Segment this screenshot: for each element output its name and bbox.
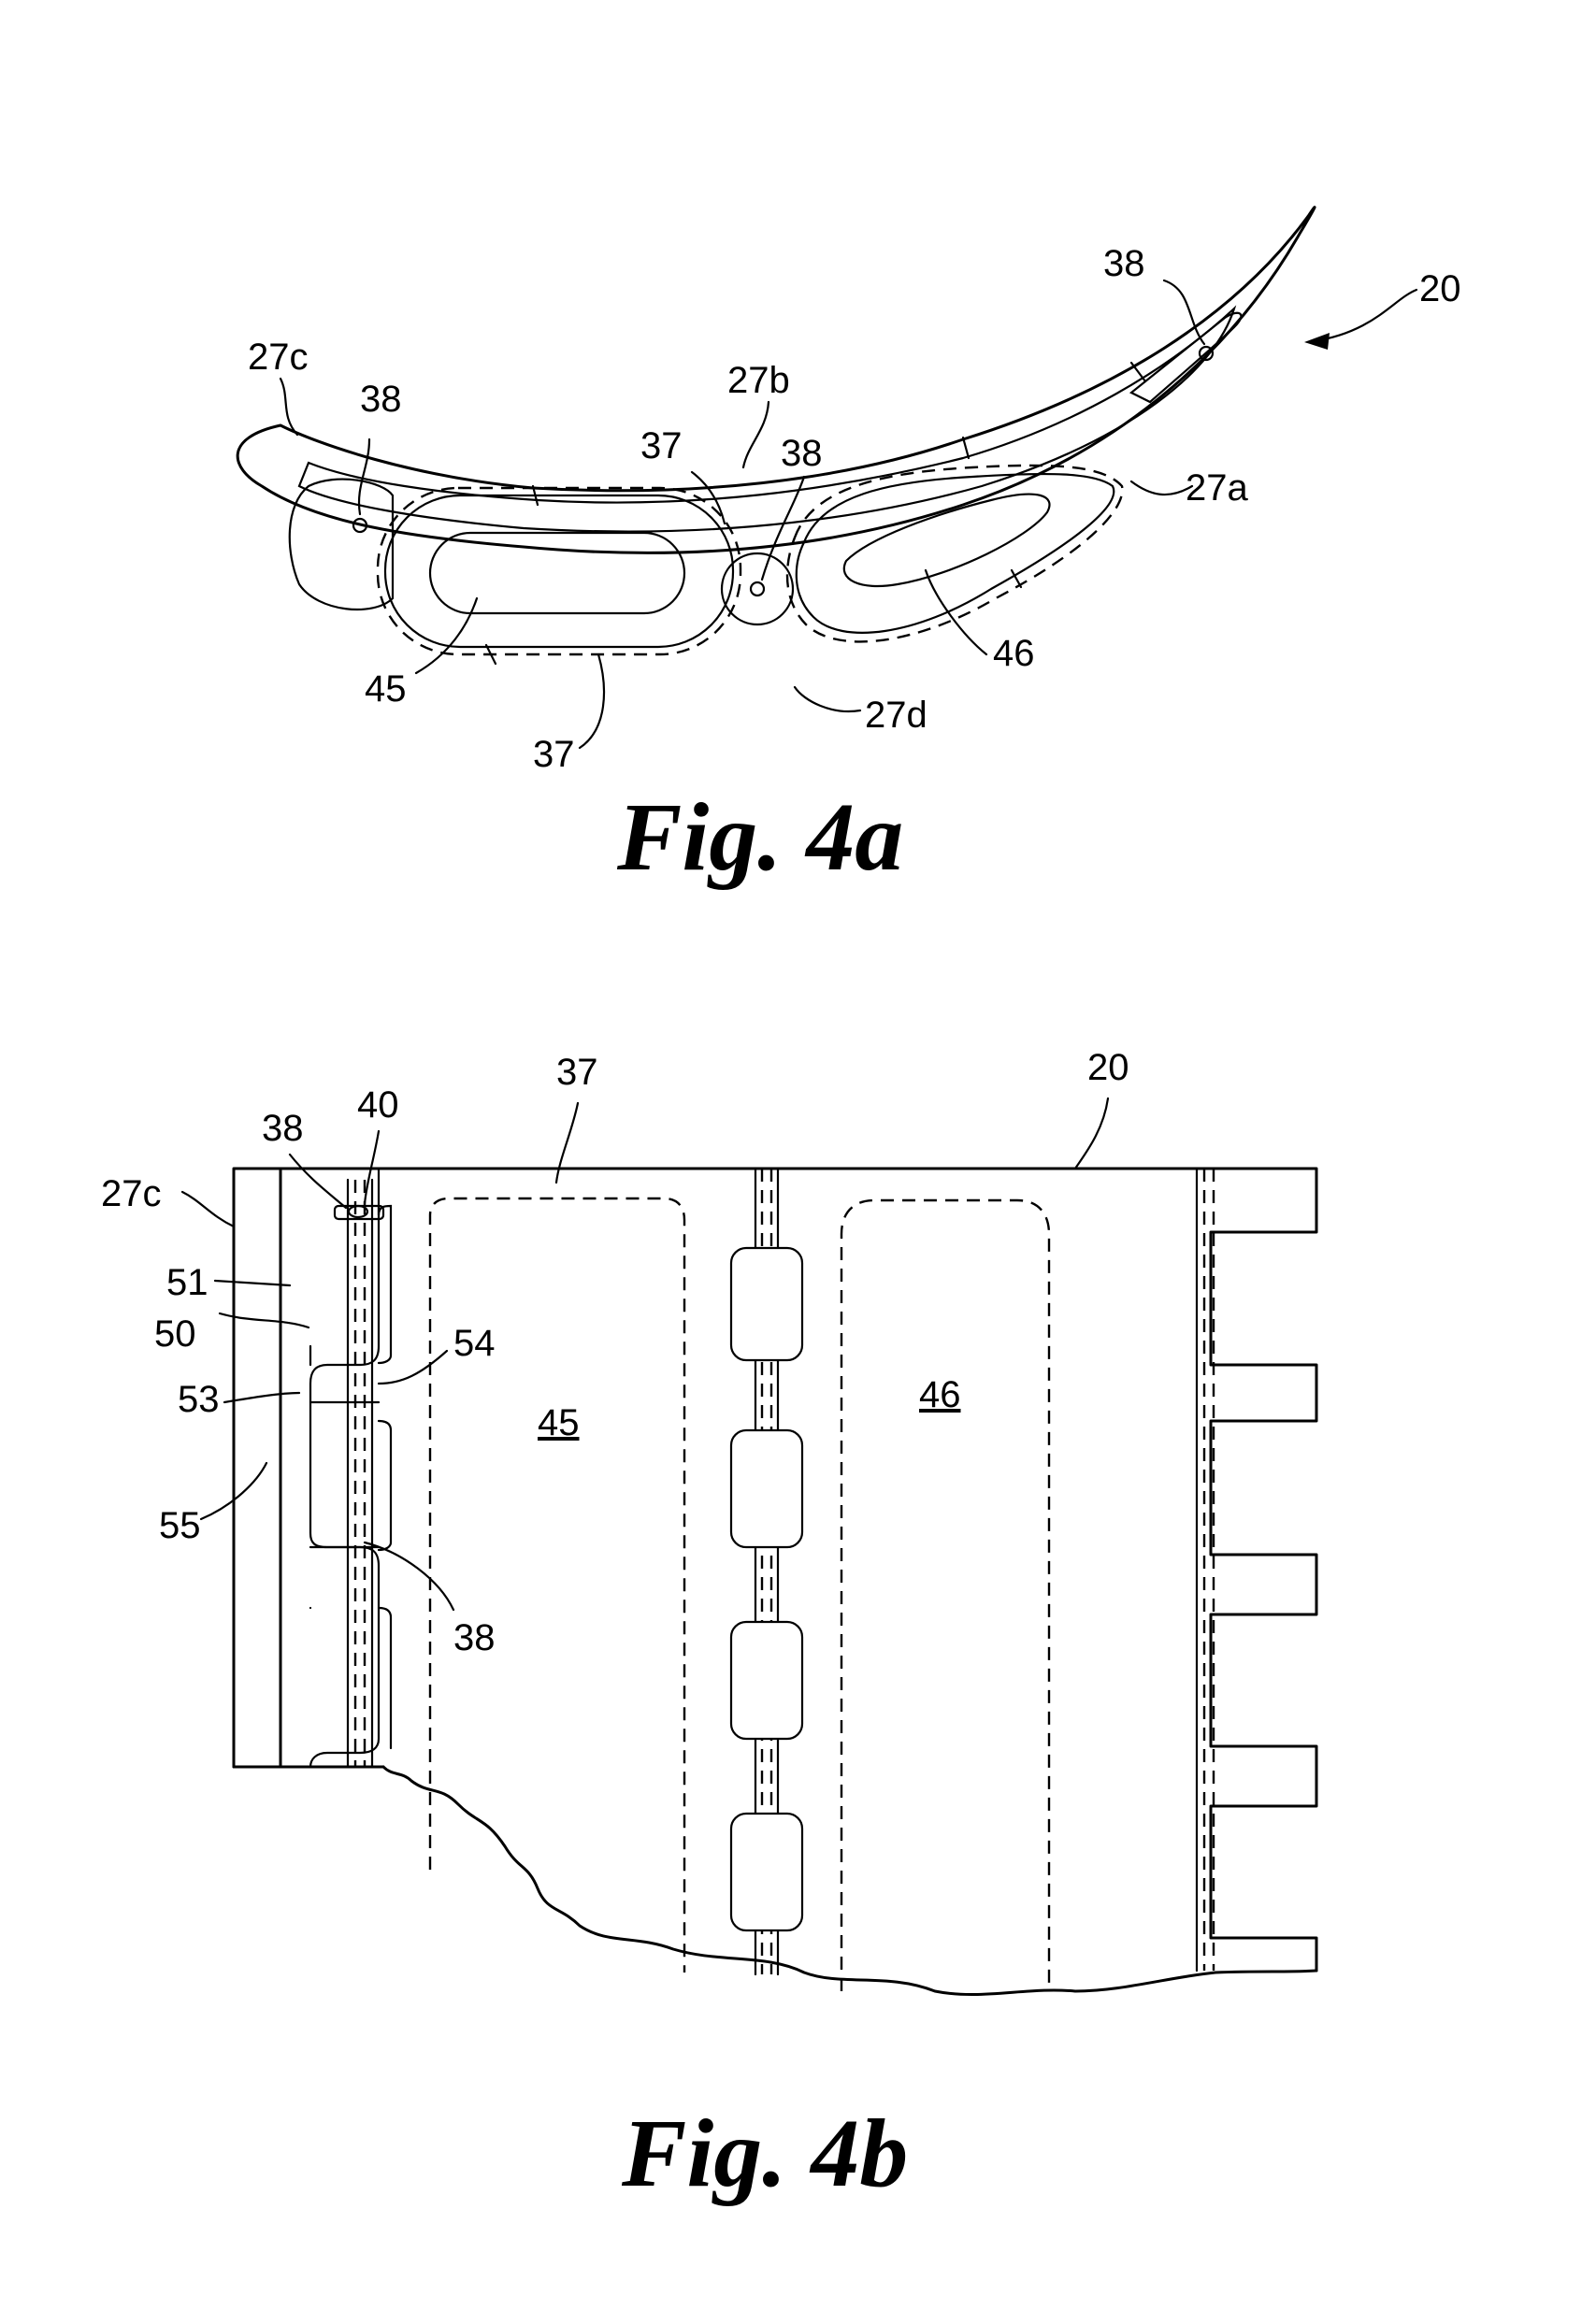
cavity-45-hidden	[430, 1198, 684, 1973]
label-45: 45	[538, 1402, 580, 1443]
cooling-hole-middle	[751, 582, 764, 595]
segment-joint-3	[1131, 363, 1145, 381]
cavity-leading-edge	[290, 480, 393, 610]
cavity-45-dashed	[378, 488, 740, 654]
label-38-top: 38	[262, 1108, 304, 1149]
label-51: 51	[166, 1262, 208, 1303]
label-27d: 27d	[865, 695, 927, 736]
label-37-bottom: 37	[533, 734, 575, 775]
label-27c: 27c	[101, 1173, 162, 1214]
leader-27c	[182, 1192, 234, 1227]
label-20: 20	[1087, 1047, 1129, 1088]
cavity-46-dashed	[787, 466, 1122, 641]
leader-27d	[795, 687, 860, 711]
cavity-46-hidden	[841, 1200, 1049, 1991]
leader-27b	[743, 402, 769, 467]
segment-joint-2	[963, 438, 969, 458]
label-50: 50	[154, 1313, 196, 1355]
figure-4b-caption: Fig. 4b	[621, 2100, 908, 2207]
cavity-45-inner	[430, 533, 684, 613]
leader-20	[1075, 1098, 1108, 1169]
label-53: 53	[178, 1379, 220, 1420]
figure-4a-caption: Fig. 4a	[616, 783, 903, 891]
tab-profile-53-55	[310, 1169, 379, 1767]
label-38-left: 38	[360, 379, 402, 420]
central-passage-circle	[722, 553, 793, 624]
label-45: 45	[365, 668, 407, 710]
rib-passage-3	[731, 1622, 802, 1739]
label-40: 40	[357, 1084, 399, 1126]
leader-20-arrowhead	[1304, 333, 1330, 350]
label-55: 55	[159, 1505, 201, 1546]
figure-4b: 37 20 38 40 27c 51 50 54 53 45 46 55 38 …	[101, 1047, 1316, 2207]
channel-step-profile	[379, 1206, 391, 1748]
broken-edge	[383, 1767, 1316, 1995]
cavity-46-outer	[797, 474, 1114, 633]
leader-46	[926, 570, 986, 654]
label-38-tip: 38	[1103, 243, 1145, 284]
leader-38-left	[359, 439, 369, 514]
label-27b: 27b	[727, 360, 790, 401]
rib-passage-2	[731, 1430, 802, 1547]
leader-37	[556, 1103, 578, 1183]
label-37-top: 37	[640, 425, 683, 466]
rib-passage-4	[731, 1814, 802, 1930]
label-27c: 27c	[248, 337, 309, 378]
label-54: 54	[453, 1323, 496, 1364]
leader-37-bottom	[580, 654, 604, 748]
label-46: 46	[919, 1374, 961, 1415]
leader-53	[224, 1393, 299, 1402]
label-38-mid: 38	[781, 433, 823, 474]
leader-54	[379, 1351, 447, 1384]
tab-profile-right	[310, 1346, 379, 1608]
label-27a: 27a	[1186, 467, 1248, 509]
label-38-bottom: 38	[453, 1617, 496, 1658]
leader-27a	[1131, 481, 1192, 495]
leader-45	[416, 598, 477, 673]
leader-51	[215, 1281, 290, 1285]
rib-passage-1	[731, 1248, 802, 1360]
figure-4a: 20 38 27c 38 27b 37 38 27a 45 46 37 27d …	[237, 208, 1460, 891]
label-20: 20	[1419, 268, 1461, 309]
leader-38-top	[290, 1155, 346, 1208]
label-37: 37	[556, 1052, 598, 1093]
label-46: 46	[993, 633, 1035, 674]
